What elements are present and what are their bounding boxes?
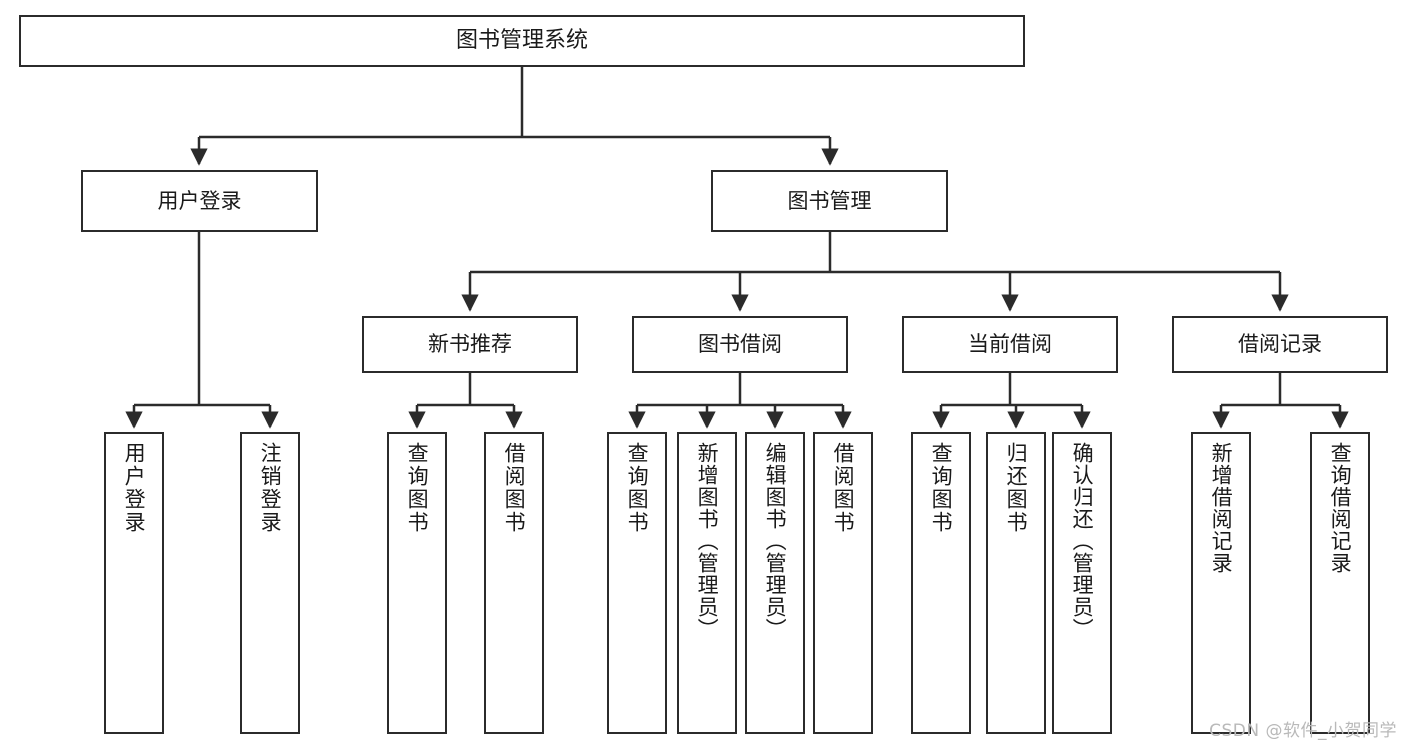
node-book-manage-label: 图书管理 [787,188,872,213]
node-book-borrow[interactable]: 图书借阅 [632,316,848,373]
node-leaf-query-record-label: 查询借阅记录 [1328,442,1353,574]
node-root[interactable]: 图书管理系统 [19,15,1025,67]
node-leaf-add-book-label: 新增图书（管理员） [695,442,720,640]
node-leaf-query-record[interactable]: 查询借阅记录 [1310,432,1370,734]
node-book-borrow-label: 图书借阅 [698,332,782,357]
node-leaf-add-book[interactable]: 新增图书（管理员） [677,432,737,734]
node-leaf-confirm-return[interactable]: 确认归还（管理员） [1052,432,1112,734]
node-leaf-borrow-book-1[interactable]: 借阅图书 [484,432,544,734]
node-leaf-confirm-return-label: 确认归还（管理员） [1070,442,1095,640]
node-leaf-query-book-2-label: 查询图书 [625,442,650,534]
node-leaf-user-login-label: 用户登录 [122,442,147,534]
node-leaf-logout-login[interactable]: 注销登录 [240,432,300,734]
watermark-text: CSDN @软件_小贺同学 [1209,721,1397,741]
node-leaf-borrow-book-2-label: 借阅图书 [831,442,856,534]
node-leaf-user-login[interactable]: 用户登录 [104,432,164,734]
node-leaf-borrow-book-1-label: 借阅图书 [502,442,527,534]
node-leaf-query-book-3[interactable]: 查询图书 [911,432,971,734]
node-root-label: 图书管理系统 [455,28,588,54]
node-leaf-query-book-1-label: 查询图书 [405,442,430,534]
node-leaf-add-record-label: 新增借阅记录 [1209,442,1234,574]
node-borrow-record[interactable]: 借阅记录 [1172,316,1388,373]
node-leaf-query-book-3-label: 查询图书 [929,442,954,534]
node-leaf-edit-book-label: 编辑图书（管理员） [763,442,788,640]
node-new-book-recommend[interactable]: 新书推荐 [362,316,578,373]
node-user-login-label: 用户登录 [157,188,242,213]
node-new-book-recommend-label: 新书推荐 [428,332,512,357]
node-leaf-edit-book[interactable]: 编辑图书（管理员） [745,432,805,734]
node-leaf-return-book-label: 归还图书 [1004,442,1029,534]
node-leaf-query-book-2[interactable]: 查询图书 [607,432,667,734]
node-book-manage[interactable]: 图书管理 [711,170,948,232]
node-leaf-logout-login-label: 注销登录 [258,442,283,534]
node-current-borrow[interactable]: 当前借阅 [902,316,1118,373]
node-borrow-record-label: 借阅记录 [1238,332,1322,357]
node-leaf-return-book[interactable]: 归还图书 [986,432,1046,734]
node-leaf-add-record[interactable]: 新增借阅记录 [1191,432,1251,734]
node-current-borrow-label: 当前借阅 [968,332,1052,357]
node-user-login[interactable]: 用户登录 [81,170,318,232]
node-leaf-borrow-book-2[interactable]: 借阅图书 [813,432,873,734]
node-leaf-query-book-1[interactable]: 查询图书 [387,432,447,734]
